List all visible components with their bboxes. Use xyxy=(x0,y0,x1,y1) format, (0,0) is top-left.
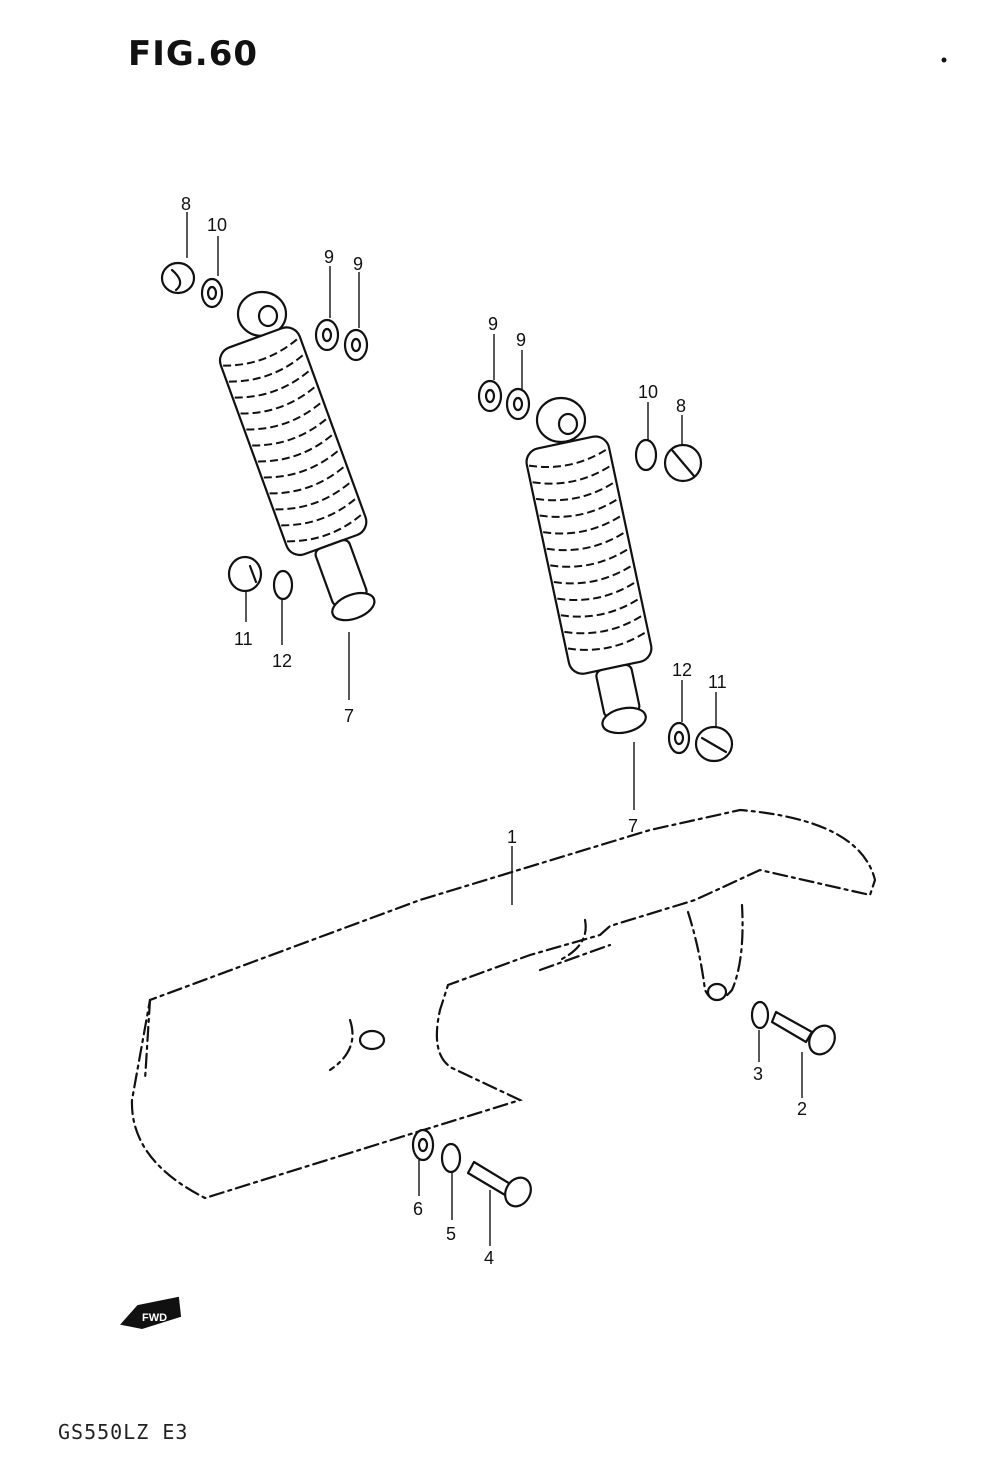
callout-labels: 8 10 9 9 11 12 7 9 9 10 8 12 11 7 1 3 2 … xyxy=(181,194,807,1268)
left-bottom-cap-nut xyxy=(227,555,263,593)
callout-8-left: 8 xyxy=(181,194,191,214)
callout-10-right: 10 xyxy=(638,382,658,402)
bolt-4 xyxy=(466,1160,532,1208)
right-top-cap-nut xyxy=(663,443,703,483)
callout-10-left: 10 xyxy=(207,215,227,235)
forward-arrow-icon: FWD xyxy=(120,1296,182,1330)
callout-9-right-b: 9 xyxy=(516,330,526,350)
left-top-cap-nut xyxy=(160,261,196,295)
bolt-2 xyxy=(770,1010,836,1056)
callout-2: 2 xyxy=(797,1099,807,1119)
left-washer-9a xyxy=(314,318,340,352)
callout-11-left: 11 xyxy=(234,629,253,649)
callout-7-right: 7 xyxy=(628,816,638,836)
right-bottom-washer xyxy=(667,721,691,755)
left-bottom-washer xyxy=(272,569,294,601)
callout-12-right: 12 xyxy=(672,660,692,680)
callout-9-left-b: 9 xyxy=(353,254,363,274)
right-shock-absorber xyxy=(525,396,653,735)
right-top-washer xyxy=(634,438,658,472)
callout-9-right-a: 9 xyxy=(488,314,498,334)
fwd-badge-text: FWD xyxy=(142,1312,167,1324)
callout-3: 3 xyxy=(753,1064,763,1084)
right-washer-9b xyxy=(505,387,531,421)
washer-6 xyxy=(411,1128,435,1162)
chain-case xyxy=(130,808,877,1200)
model-code: GS550LZ E3 xyxy=(58,1420,189,1444)
callout-1: 1 xyxy=(507,827,517,847)
callout-7-left: 7 xyxy=(344,706,354,726)
scan-dot xyxy=(941,57,947,63)
right-washer-9a xyxy=(477,379,503,413)
callout-5: 5 xyxy=(446,1224,456,1244)
callout-8-right: 8 xyxy=(676,396,686,416)
washer-3 xyxy=(750,1000,770,1030)
right-bottom-cap-nut xyxy=(694,725,734,763)
callout-4: 4 xyxy=(484,1248,494,1268)
callout-6: 6 xyxy=(413,1199,423,1219)
callout-11-right: 11 xyxy=(708,672,727,692)
callout-9-left-a: 9 xyxy=(324,247,334,267)
figure-title: FIG.60 xyxy=(128,34,259,74)
washer-5 xyxy=(440,1142,462,1174)
left-washer-9b xyxy=(343,328,369,362)
left-shock-absorber xyxy=(218,290,376,622)
callout-12-left: 12 xyxy=(272,651,292,671)
left-top-washer xyxy=(200,277,224,309)
